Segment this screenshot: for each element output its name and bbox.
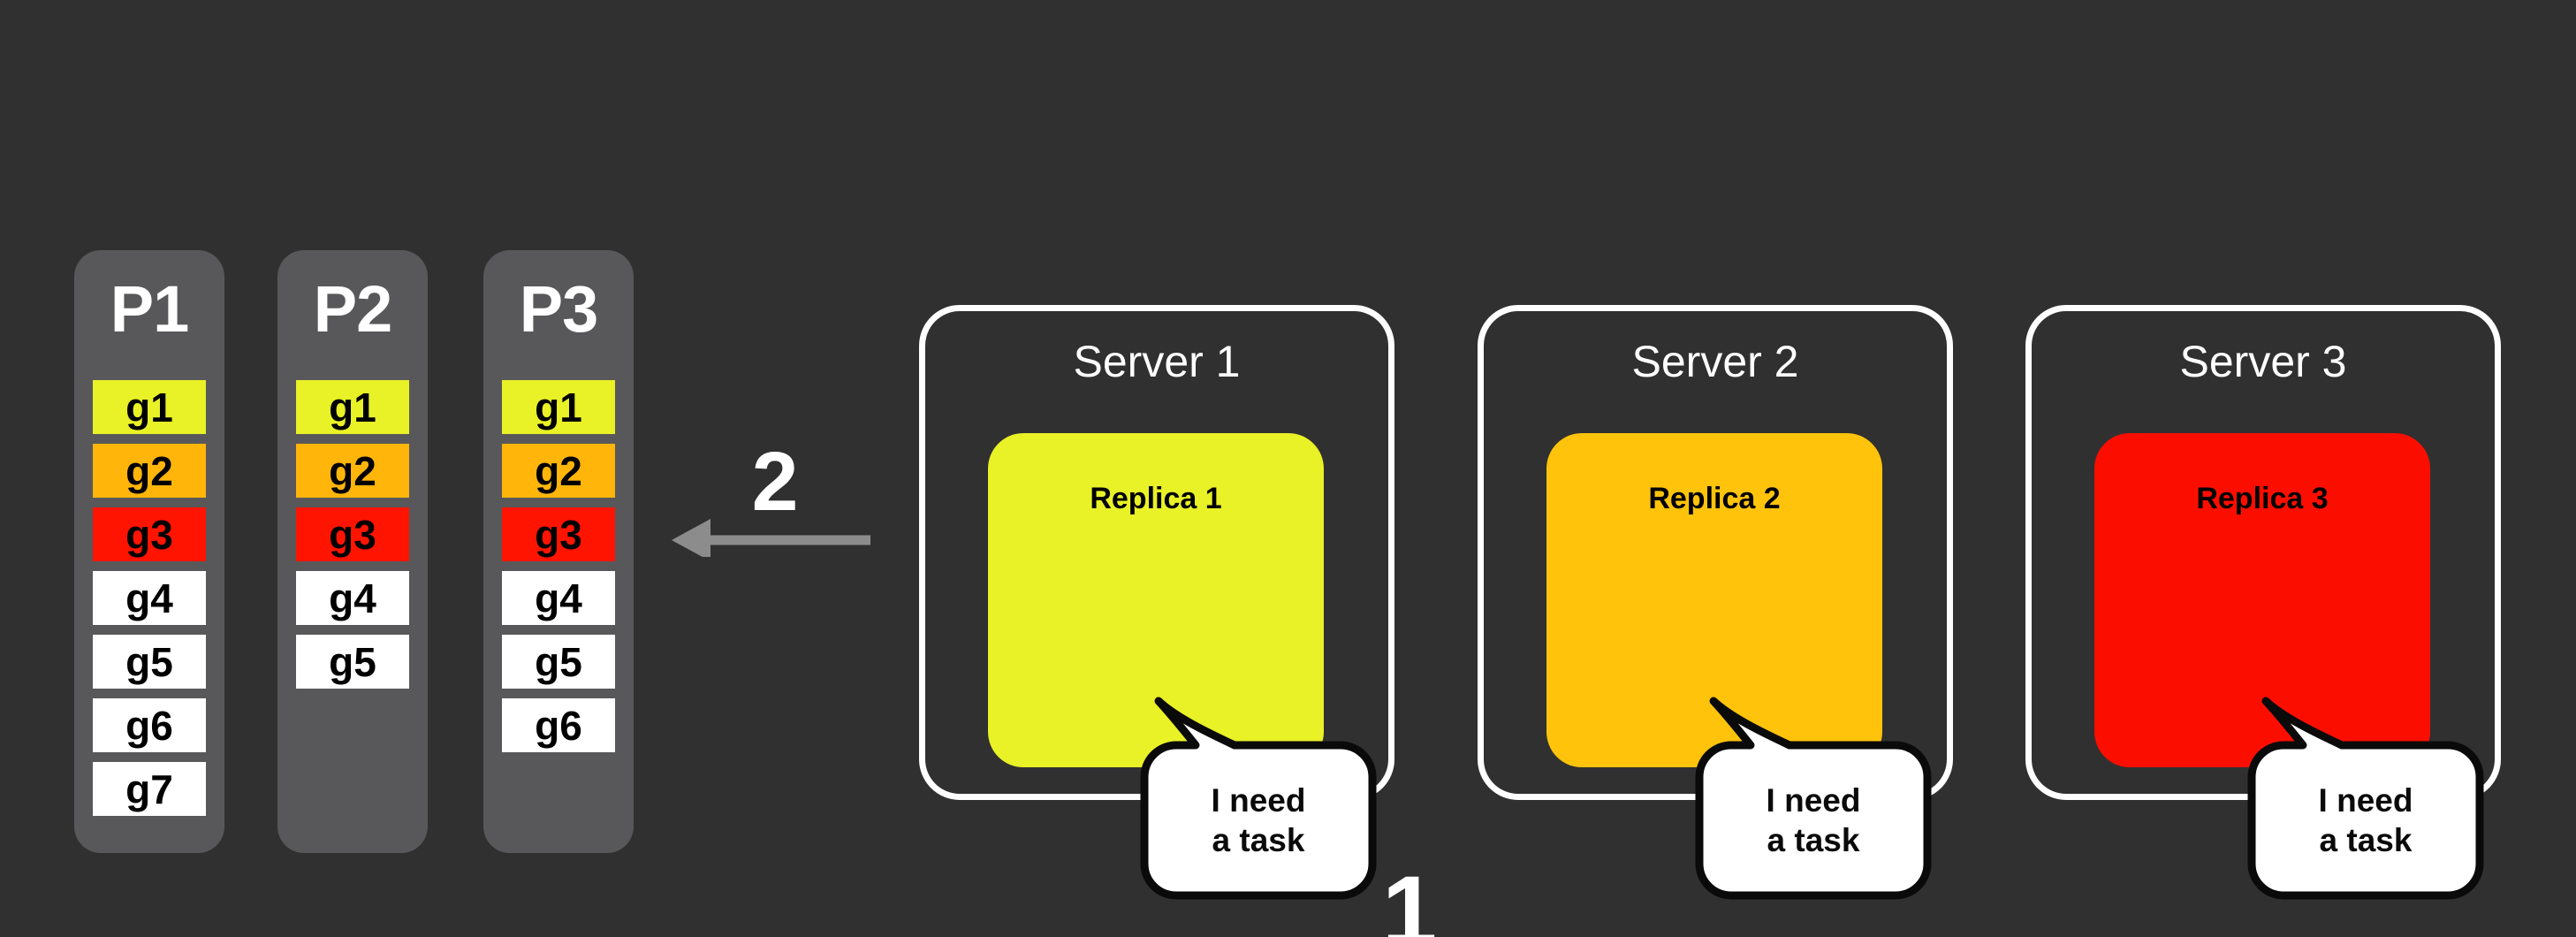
partition-label: P2	[313, 272, 393, 346]
speech-bubble-1: I need a task	[1136, 695, 1383, 903]
partition-label: P3	[519, 272, 599, 346]
task-cell: g5	[93, 635, 206, 689]
speech-bubble-text: I need a task	[1766, 781, 1861, 858]
server-title: Server 3	[2179, 337, 2347, 386]
replica-label: Replica 1	[1090, 482, 1222, 515]
speech-bubble-shape-icon	[1695, 697, 1932, 900]
replica-box-1: Replica 1	[988, 433, 1324, 767]
speech-bubble-text: I need a task	[2318, 781, 2413, 858]
task-cell: g4	[93, 571, 206, 625]
partition-label: P1	[110, 272, 190, 346]
speech-bubble-shape-icon	[1140, 697, 1377, 900]
task-cell: g7	[93, 762, 206, 816]
task-cell: g4	[502, 571, 615, 625]
server-title: Server 2	[1631, 337, 1799, 386]
task-cell: g2	[296, 444, 409, 498]
task-list: g1 g2 g3 g4 g5 g6	[483, 380, 634, 752]
task-cell: g6	[502, 698, 615, 752]
task-cell: g1	[502, 380, 615, 434]
task-cell: g4	[296, 571, 409, 625]
partition-column-p3: P3 g1 g2 g3 g4 g5 g6	[483, 250, 634, 853]
replica-box-3: Replica 3	[2094, 433, 2430, 767]
step-2-label: 2	[751, 435, 799, 529]
arrow-left-icon	[672, 519, 870, 557]
replica-label: Replica 2	[1648, 482, 1781, 515]
speech-bubble-shape-icon	[2247, 697, 2484, 900]
task-cell: g3	[502, 507, 615, 561]
task-cell: g5	[502, 635, 615, 689]
task-cell: g3	[296, 507, 409, 561]
server-title: Server 1	[1073, 337, 1241, 386]
task-cell: g2	[93, 444, 206, 498]
step-1-label: 1	[1381, 856, 1438, 937]
task-cell: g1	[296, 380, 409, 434]
task-cell: g3	[93, 507, 206, 561]
task-list: g1 g2 g3 g4 g5 g6 g7	[74, 380, 224, 816]
speech-bubble-2: I need a task	[1691, 695, 1938, 903]
task-cell: g5	[296, 635, 409, 689]
replica-box-2: Replica 2	[1546, 433, 1882, 767]
server-box-2: Server 2 Replica 2	[1478, 305, 1953, 800]
partition-column-p2: P2 g1 g2 g3 g4 g5	[277, 250, 428, 853]
task-list: g1 g2 g3 g4 g5	[277, 380, 428, 689]
task-cell: g6	[93, 698, 206, 752]
task-cell: g2	[502, 444, 615, 498]
server-box-3: Server 3 Replica 3	[2025, 305, 2501, 800]
task-cell: g1	[93, 380, 206, 434]
speech-bubble-text: I need a task	[1211, 781, 1306, 858]
partition-column-p1: P1 g1 g2 g3 g4 g5 g6 g7	[74, 250, 224, 853]
server-box-1: Server 1 Replica 1	[919, 305, 1394, 800]
speech-bubble-3: I need a task	[2243, 695, 2490, 903]
replica-label: Replica 3	[2196, 482, 2329, 515]
